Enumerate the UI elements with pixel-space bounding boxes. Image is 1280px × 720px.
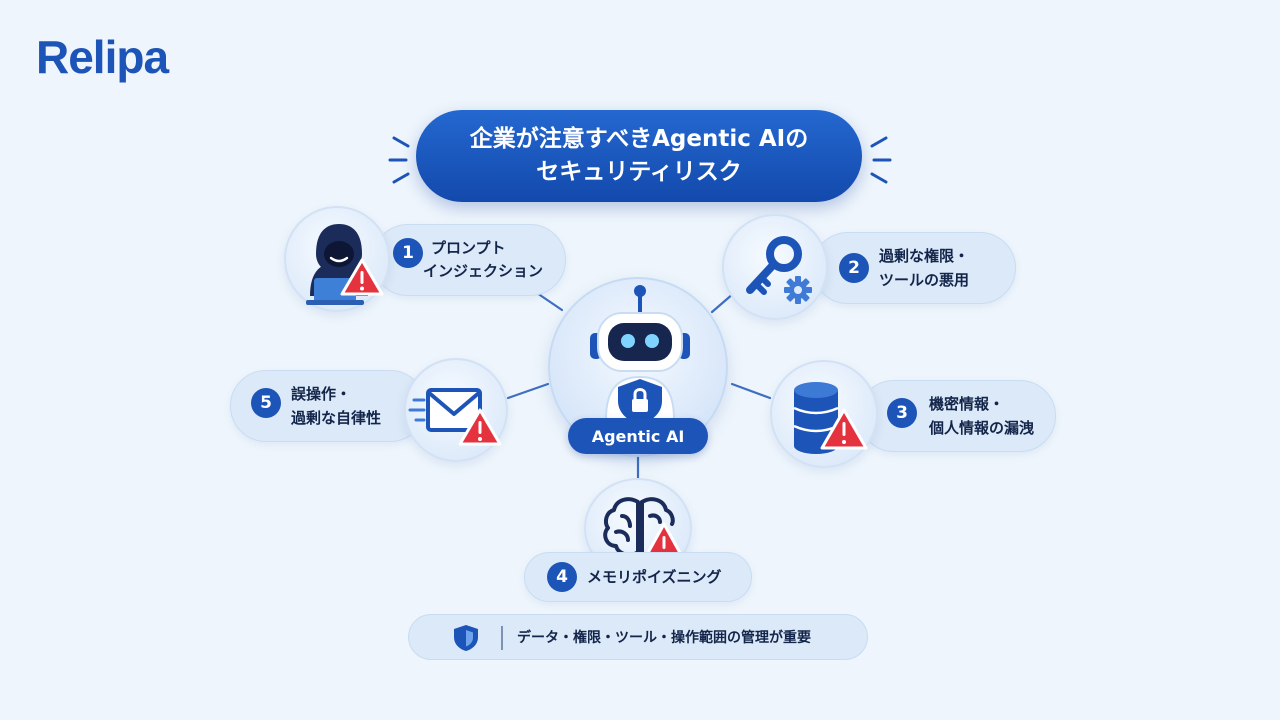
title-line-1: 企業が注意すべきAgentic AIの <box>469 126 809 152</box>
risk-5-line2: 過剰な自律性 <box>291 409 382 427</box>
footer-note: データ・権限・ツール・操作範囲の管理が重要 <box>408 614 868 660</box>
risk-1-number: 1 <box>393 238 423 268</box>
risk-5-icon-circle <box>404 358 508 462</box>
footer-divider <box>501 626 503 650</box>
warning-icon <box>458 408 502 446</box>
risk-2-number: 2 <box>839 253 869 283</box>
risk-4-line1: メモリポイズニング <box>587 568 722 586</box>
risk-3-line1: 機密情報・ <box>929 395 1005 413</box>
agentic-ai-label: Agentic AI <box>568 418 708 454</box>
risk-4-label: 4 メモリポイズニング <box>524 552 752 602</box>
robot-shield-icon <box>590 285 690 425</box>
risk-4-number: 4 <box>547 562 577 592</box>
warning-icon <box>820 408 868 450</box>
warning-icon <box>340 258 384 296</box>
risk-3-label: 3 機密情報・ 個人情報の漏洩 <box>858 380 1056 452</box>
footer-text: データ・権限・ツール・操作範囲の管理が重要 <box>517 630 811 646</box>
brain-icon <box>603 497 675 557</box>
key-gear-icon <box>746 236 812 304</box>
relipa-logo: Relipa <box>36 31 169 83</box>
risk-2-icon-circle <box>722 214 828 320</box>
risk-3-icon-circle <box>770 360 878 468</box>
title-rays-left-icon <box>388 136 410 184</box>
risk-1-line2: インジェクション <box>423 262 544 280</box>
risk-1-line1: プロンプト <box>431 239 506 257</box>
risk-5-number: 5 <box>251 388 281 418</box>
risk-2-line2: ツールの悪用 <box>879 271 970 289</box>
shield-icon <box>454 625 478 651</box>
risk-1-icon-circle <box>284 206 390 312</box>
risk-5-label: 5 誤操作・ 過剰な自律性 <box>230 370 426 442</box>
page-title: 企業が注意すべきAgentic AIの セキュリティリスク <box>416 110 862 202</box>
risk-3-line2: 個人情報の漏洩 <box>929 419 1035 437</box>
title-line-2: セキュリティリスク <box>536 159 742 185</box>
risk-2-line1: 過剰な権限・ <box>879 247 970 265</box>
risk-5-line1: 誤操作・ <box>291 385 352 403</box>
risk-2-label: 2 過剰な権限・ ツールの悪用 <box>812 232 1016 304</box>
title-rays-right-icon <box>870 136 892 184</box>
risk-1-label: 1 プロンプト インジェクション <box>372 224 566 296</box>
risk-3-number: 3 <box>887 398 917 428</box>
database-icon <box>793 382 839 454</box>
hacker-icon <box>306 224 368 305</box>
